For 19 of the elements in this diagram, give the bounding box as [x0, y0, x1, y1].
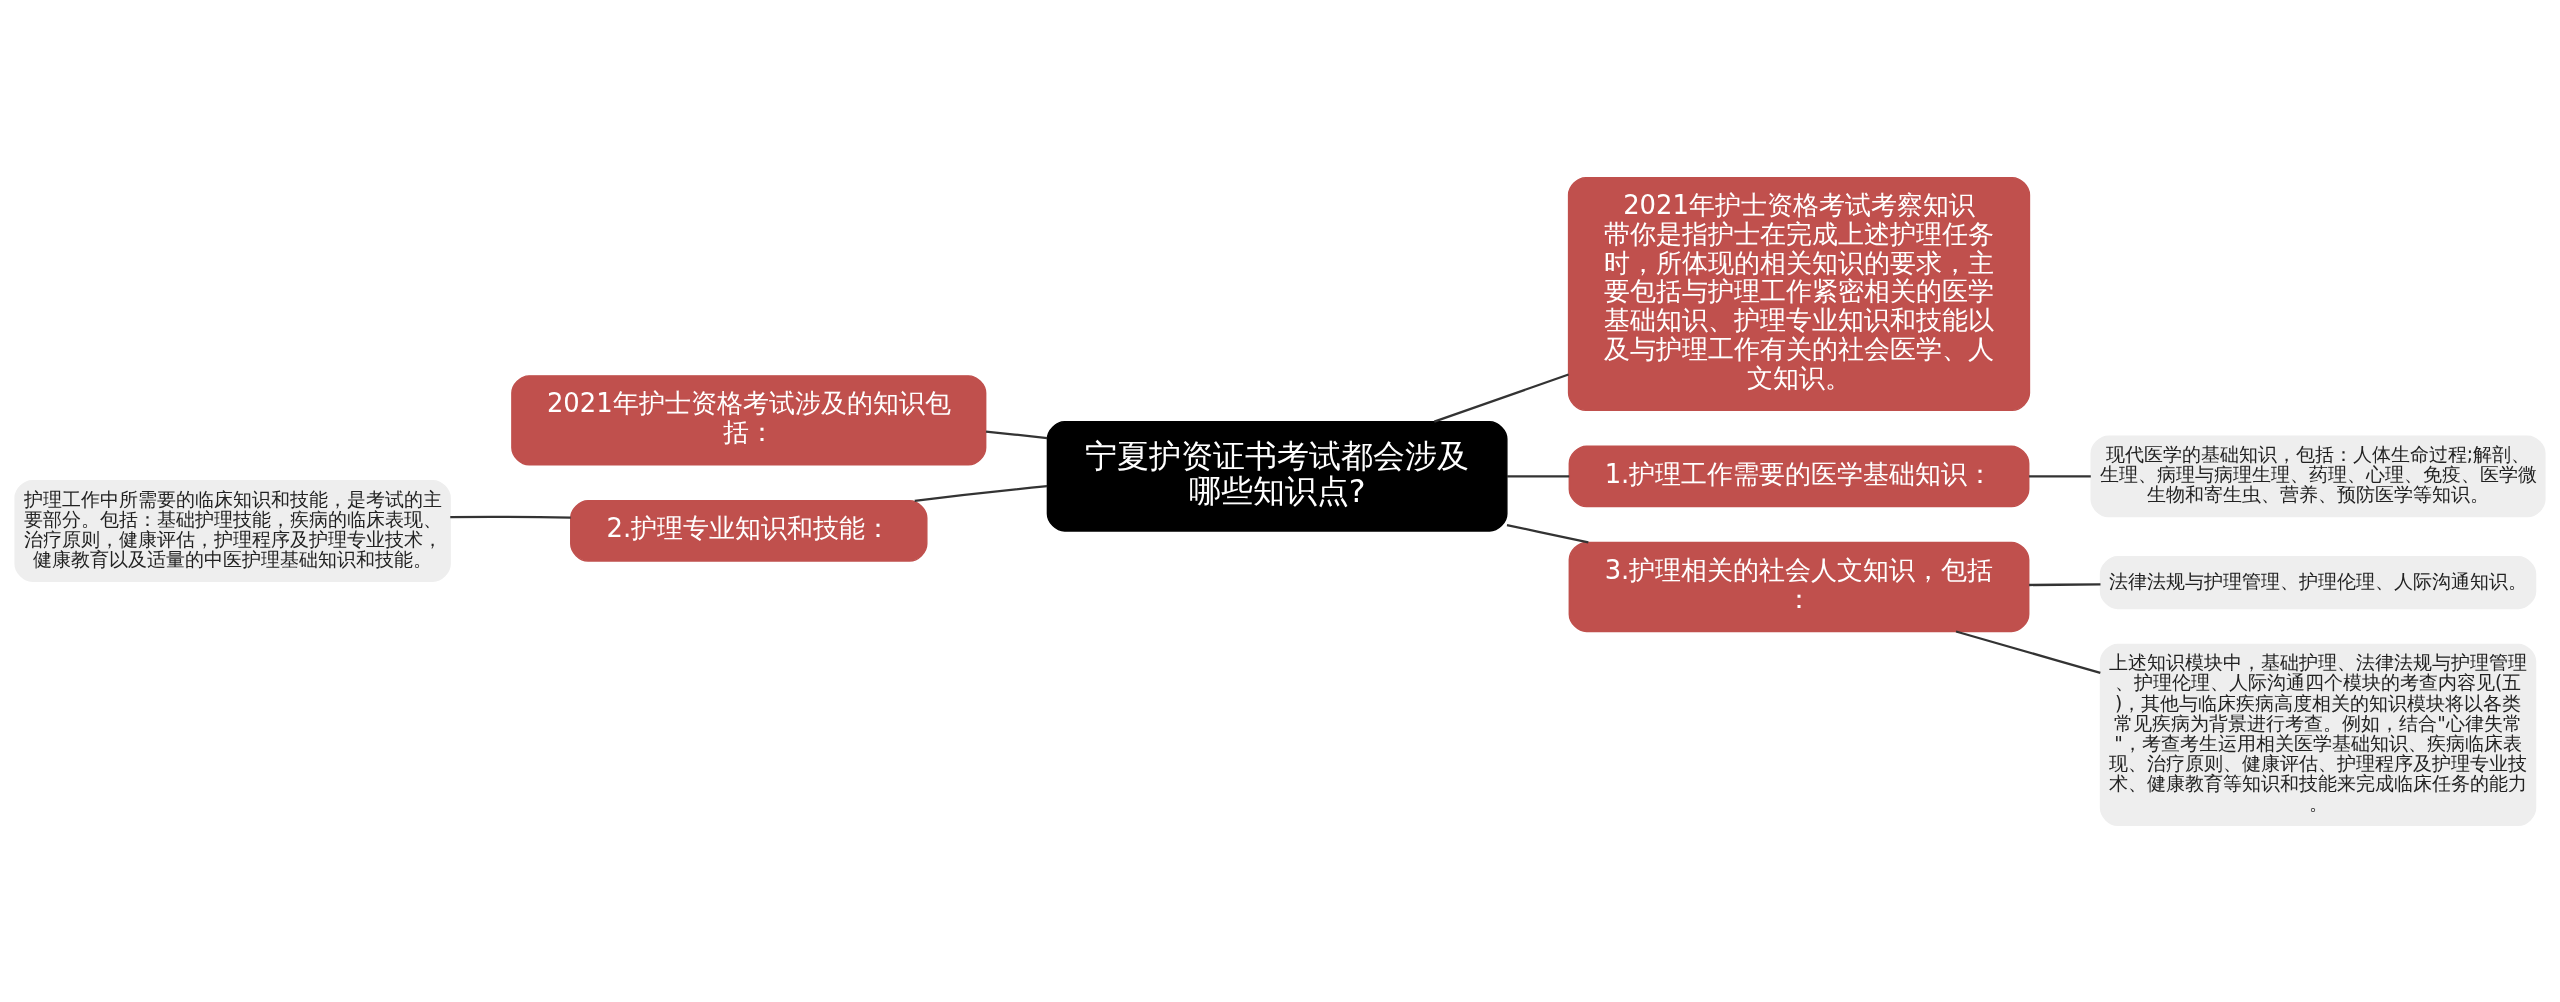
node-box: 法律法规与护理管理、护理伦理、人际沟通知识。: [2099, 555, 2537, 609]
node-box: 现代医学的基础知识，包括：人体生命过程;解剖、生理、病理与病理生理、药理、心理、免疫、医学微生物和寄生虫、营养、预防医学等知识。: [2090, 434, 2546, 517]
connector: [2029, 474, 2091, 477]
node-box: 宁夏护资证书考试都会涉及哪些知识点?: [1046, 420, 1508, 532]
connector: [985, 429, 1048, 439]
node-box: 3.护理相关的社会人文知识，包括：: [1568, 541, 2030, 632]
connector: [1955, 629, 2101, 674]
connector: [1506, 474, 1570, 477]
connector: [914, 484, 1048, 502]
node-box: 2021年护士资格考试考察知识带你是指护士在完成上述护理任务时，所体现的相关知识的要求，主要包括与护理工作紧密相关的医学基础知识、护理专业知识和技能以及与护理工作有关的社会医学、人文知识。: [1567, 176, 2031, 411]
connector: [450, 515, 571, 519]
node-box: 护理工作中所需要的临床知识和技能，是考试的主要部分。包括：基础护理技能，疾病的临床表现、治疗原则，健康评估，护理程序及护理专业技术，健康教育以及适量的中医护理基础知识和技能。: [14, 479, 451, 582]
node-box: 1.护理工作需要的医学基础知识：: [1568, 445, 2030, 507]
connector: [1506, 523, 1589, 543]
connector: [2029, 582, 2101, 586]
node-box: 2021年护士资格考试涉及的知识包括：: [511, 374, 987, 466]
node-box: 上述知识模块中，基础护理、法律法规与护理管理、护理伦理、人际沟通四个模块的考查内容见(五)，其他与临床疾病高度相关的知识模块将以各类常见疾病为背景进行考查。例如，结合"心律失常"，考查考生运用相关医学基础知识、疾病临床表现、治疗原则、健康评估、护理程序及护理专业技术、健康教育等知识和技能来完成临床任务的能力。: [2099, 643, 2537, 826]
connector: [1433, 372, 1569, 423]
node-box: 2.护理专业知识和技能：: [570, 499, 928, 562]
